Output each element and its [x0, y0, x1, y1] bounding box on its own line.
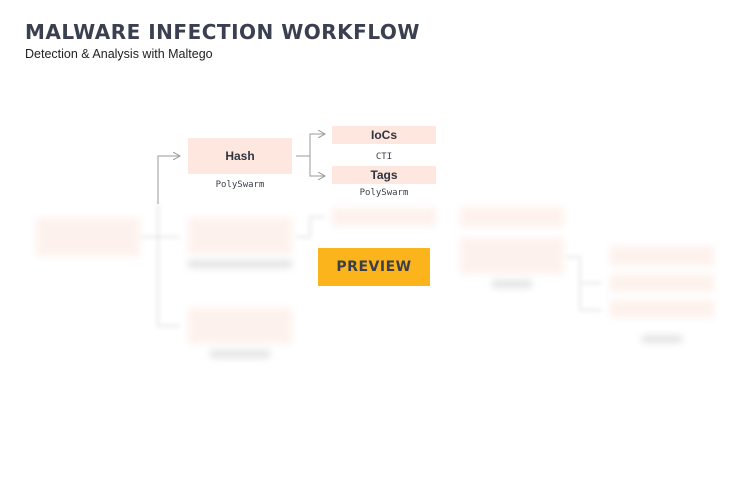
node-tags-caption: PolySwarm	[359, 188, 409, 198]
node-blurred-5	[460, 207, 564, 227]
preview-badge[interactable]: PREVIEW	[318, 248, 430, 286]
node-iocs-caption: CTI	[375, 152, 393, 162]
node-hash-caption: PolySwarm	[215, 180, 265, 190]
node-blurred-7	[610, 246, 714, 266]
node-tags[interactable]: Tags	[332, 166, 436, 184]
connector-to-iocs	[309, 134, 325, 156]
node-blurred-2	[188, 218, 292, 254]
node-iocs[interactable]: IoCs	[332, 126, 436, 144]
diagram-subtitle: Detection & Analysis with Maltego	[25, 47, 213, 61]
node-blurred-6-caption	[492, 280, 532, 288]
node-blurred-origin	[36, 218, 140, 256]
node-blurred-8	[610, 274, 714, 292]
node-blurred-6	[460, 238, 564, 274]
node-blurred-9-caption	[642, 335, 682, 343]
node-blurred-2-caption	[188, 260, 292, 268]
node-blurred-4	[332, 208, 436, 226]
node-blurred-3-caption	[210, 350, 270, 358]
node-hash[interactable]: Hash	[188, 138, 292, 174]
node-blurred-3	[188, 308, 292, 344]
connector-to-tags	[309, 156, 325, 176]
connector-to-hash	[157, 156, 180, 204]
diagram-title: MALWARE INFECTION WORKFLOW	[25, 20, 420, 44]
node-blurred-9	[610, 300, 714, 318]
